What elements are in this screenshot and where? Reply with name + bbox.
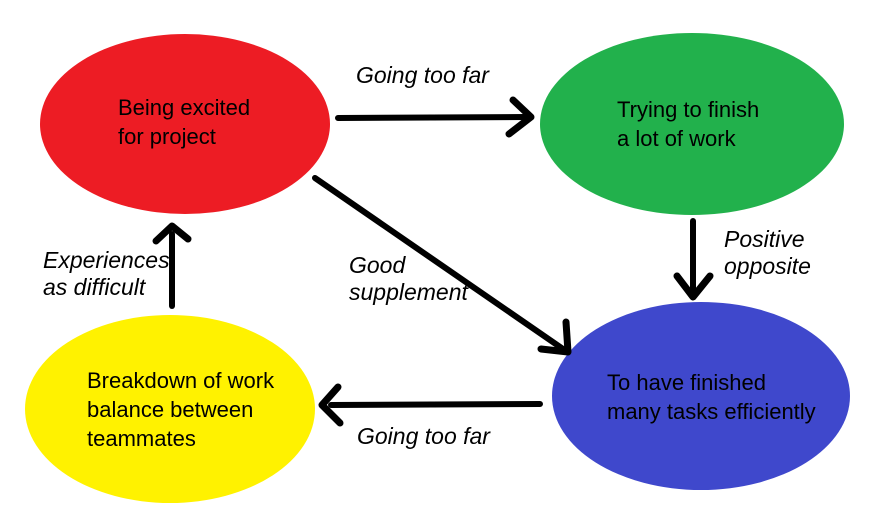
- arrow-excited-to-trying: [335, 96, 535, 138]
- edge-label-good-supplement: Good supplement: [349, 252, 468, 305]
- arrow-excited-to-finished: [312, 175, 572, 356]
- node-label-breakdown-work: Breakdown of work balance between teamma…: [87, 368, 275, 451]
- node-label-being-excited: Being excited for project: [118, 95, 251, 149]
- arrow-trying-to-finished: [673, 218, 714, 301]
- node-ellipse-trying-finish: [540, 33, 844, 215]
- node-ellipse-finished-tasks: [552, 302, 850, 490]
- node-label-trying-finish: Trying to finish a lot of work: [617, 97, 760, 151]
- edge-label-experiences-as-difficult: Experiences as difficult: [43, 247, 170, 300]
- node-ellipse-breakdown-work: [25, 315, 315, 503]
- arrow-breakdown-to-excited: [152, 222, 192, 309]
- edge-label-going-too-far-bottom: Going too far: [357, 423, 490, 449]
- arrow-layer: [152, 96, 714, 427]
- arrow-finished-to-breakdown: [318, 383, 543, 427]
- edge-label-positive-opposite: Positive opposite: [724, 226, 811, 279]
- node-ellipse-being-excited: [40, 34, 330, 214]
- edge-label-going-too-far-top: Going too far: [356, 62, 489, 88]
- node-label-finished-tasks: To have finished many tasks efficiently: [607, 370, 816, 424]
